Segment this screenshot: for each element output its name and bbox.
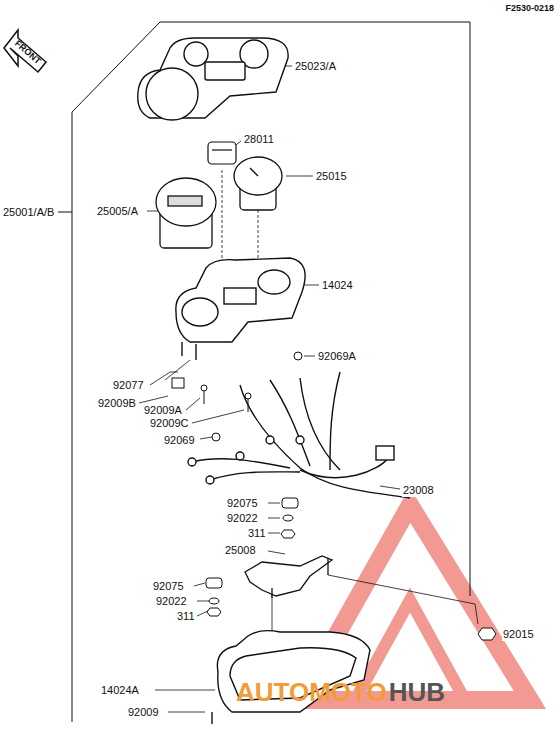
callout-number: 25001/A/B [2, 206, 55, 219]
fasteners [206, 498, 496, 640]
meter-bracket [245, 556, 332, 598]
callout-number: 14024 [321, 279, 354, 292]
callout-number: 92022 [155, 595, 188, 608]
meter-case [176, 258, 305, 360]
screws [172, 352, 302, 441]
watermark-text: HUB [388, 678, 446, 706]
callout-number: 14024A [100, 684, 140, 697]
callout-number: 92009B [97, 397, 137, 410]
front-arrow [4, 30, 46, 72]
callout-number: 23008 [402, 484, 435, 497]
meter-cover [138, 38, 288, 120]
callout-number: 92022 [226, 512, 259, 525]
wiring-harness [188, 372, 410, 498]
callout-number: 92069A [317, 350, 357, 363]
callout-number: 25008 [224, 544, 257, 557]
callout-number: 92075 [152, 580, 185, 593]
callout-number: 25015 [315, 170, 348, 183]
callout-number: 92009C [149, 417, 190, 430]
callout-number: 92077 [112, 379, 145, 392]
callout-number: 92009A [143, 404, 183, 417]
watermark-text: AUTOMOTO [235, 678, 388, 706]
callout-number: 25023/A [294, 60, 337, 73]
callout-number: 92075 [226, 497, 259, 510]
speedometer [156, 178, 216, 248]
callout-number: 25005/A [96, 205, 139, 218]
leader-lines [139, 66, 478, 712]
tachometer [234, 157, 282, 210]
assembly-outline [58, 22, 470, 722]
callout-number: 28011 [243, 133, 275, 146]
callout-number: 311 [247, 527, 267, 540]
callout-number: 92009 [127, 706, 160, 719]
figure-code: F2530-0218 [504, 3, 555, 14]
callout-number: 92069 [163, 434, 196, 447]
indicator-unit [208, 142, 236, 164]
callout-number: 92015 [502, 628, 535, 641]
callout-number: 311 [176, 610, 196, 623]
